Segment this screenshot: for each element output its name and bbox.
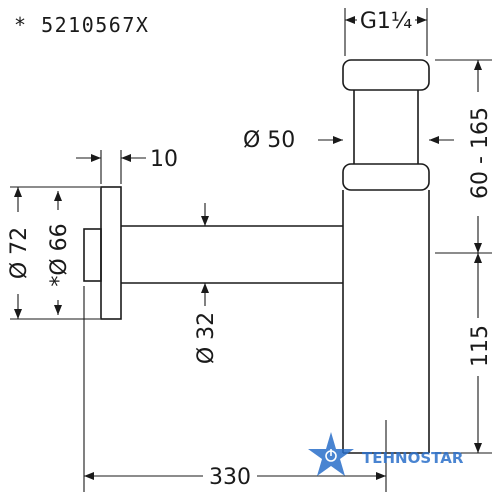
dim-total-length: 330	[83, 286, 387, 492]
dim-thread: G1¼	[344, 8, 428, 56]
dim-body-diameter: Ø 50	[243, 128, 454, 153]
flange-seat	[83, 228, 102, 282]
height-adjust-label: 60 - 165	[468, 107, 493, 199]
wall-flange	[100, 186, 122, 320]
flange-offset-label: 10	[150, 147, 178, 172]
thread-label: G1¼	[360, 9, 412, 34]
siphon-outline	[83, 59, 430, 454]
dim-pipe-diameter: Ø 32	[194, 203, 219, 364]
dim-heights: 60 - 165 115	[435, 59, 493, 454]
total-length-label: 330	[209, 465, 251, 490]
flange-outer-label: Ø 72	[7, 227, 32, 279]
watermark: TEHNOSTAR	[308, 432, 464, 476]
flange-inner-label: *Ø 66	[47, 223, 72, 286]
part-number: * 5210567X	[14, 13, 149, 37]
dim-flange-offset: 10	[76, 147, 178, 184]
dim-flange-diameters: Ø 72 *Ø 66	[7, 186, 100, 320]
body-collar	[342, 163, 430, 191]
pipe-diameter-label: Ø 32	[194, 312, 219, 364]
drain-height-label: 115	[468, 325, 493, 367]
watermark-text: TEHNOSTAR	[362, 449, 464, 467]
body-diameter-label: Ø 50	[243, 128, 295, 153]
top-cap	[342, 59, 430, 91]
